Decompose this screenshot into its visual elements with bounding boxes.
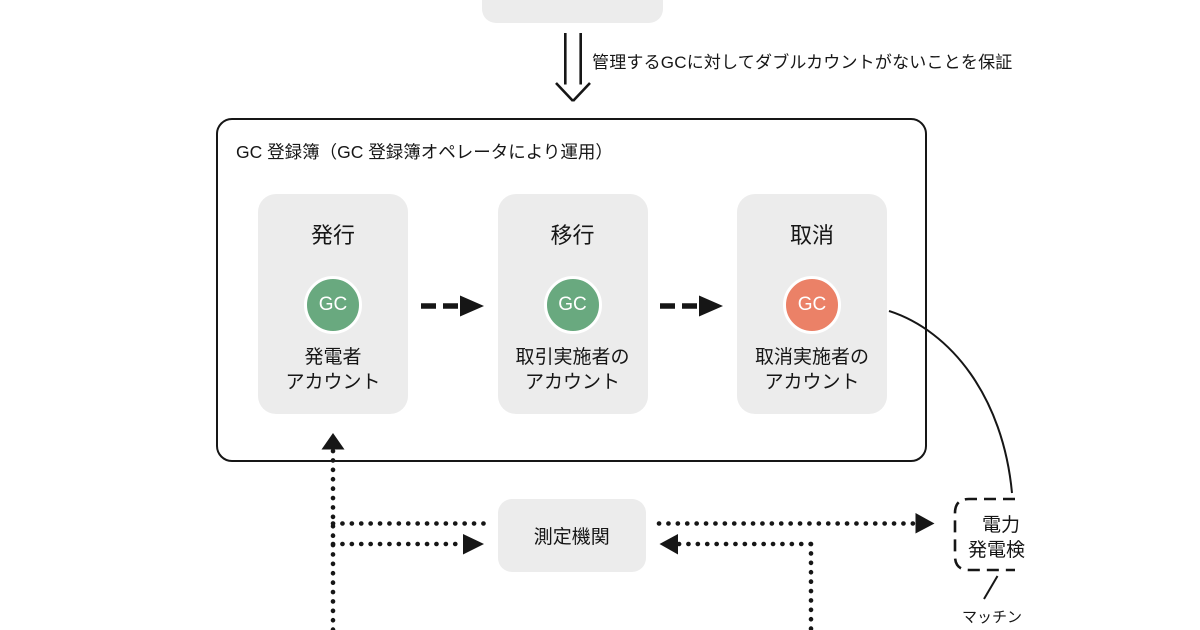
gc-badge-text: GC <box>797 294 827 315</box>
station-title: 移行 <box>550 223 595 248</box>
account-label: 取引実施者の アカウント <box>515 347 630 393</box>
gc-token-icon: GC <box>783 276 841 334</box>
measurement-org-box: 測定機関 <box>498 499 646 572</box>
account-label: 取消実施者の アカウント <box>754 347 869 393</box>
station-cancel: 取消 GC 取消実施者の アカウント <box>737 194 887 414</box>
gc-badge-text: GC <box>558 294 587 315</box>
matching-caption: マッチン <box>962 609 1023 626</box>
verification-box-line2: 発電検 <box>968 540 1026 561</box>
station-title: 取消 <box>789 223 834 248</box>
arrowhead-into-measurement-right <box>659 534 678 555</box>
verification-box-line1: 電力 <box>982 515 1021 536</box>
double-count-note: 管理するGCに対してダブルカウントがないことを保証 <box>592 53 1013 72</box>
dotted-line-lower-right <box>676 541 814 630</box>
station-transfer: 移行 GC 取引実施者の アカウント <box>497 194 648 414</box>
arrowhead-into-measurement-left <box>463 534 484 555</box>
slash-connector <box>983 575 999 600</box>
arrowhead-into-verification <box>915 513 935 534</box>
gc-badge-text: GC <box>318 294 348 315</box>
account-label: 発電者 アカウント <box>285 347 381 393</box>
gc-token-icon: GC <box>543 276 602 334</box>
measurement-org-label: 測定機関 <box>533 526 610 548</box>
source-box-cropped <box>482 0 663 23</box>
station-title: 発行 <box>310 223 355 248</box>
station-issue: 発行 GC 発電者 アカウント <box>258 194 408 414</box>
gc-token-icon: GC <box>304 276 362 334</box>
gc-registry-title: GC 登録簿（GC 登録簿オペレータにより運用） <box>236 142 613 162</box>
flow-down-arrow <box>555 33 591 102</box>
